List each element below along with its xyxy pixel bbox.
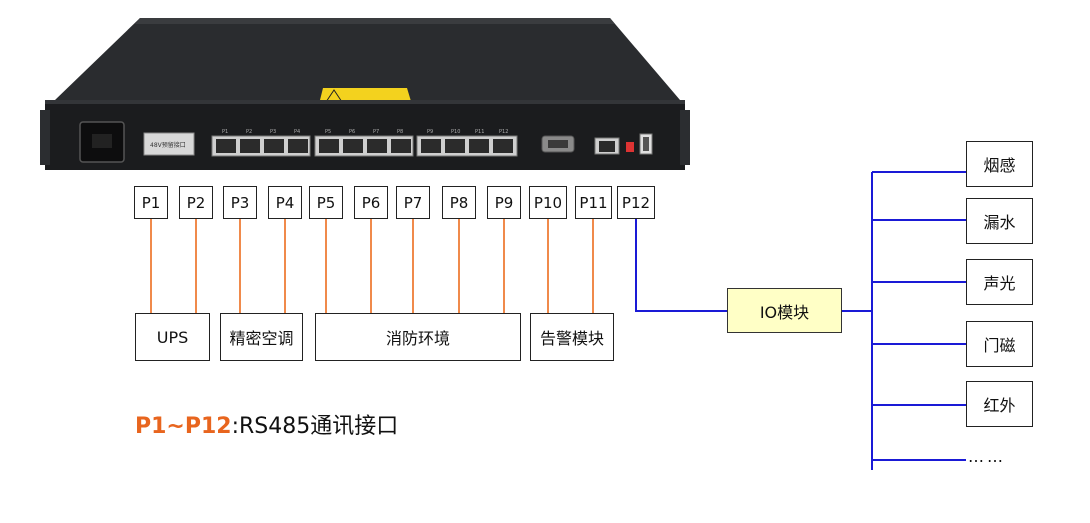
device-port-mark: P8	[397, 129, 403, 135]
blue-lines	[635, 171, 966, 470]
device-port-mark: P2	[246, 129, 252, 135]
device-port-mark: P4	[294, 129, 300, 135]
group-alarm-module: 告警模块	[530, 313, 614, 361]
port-p11: P11	[575, 186, 612, 219]
device-port-mark: P5	[325, 129, 331, 135]
port-p7: P7	[396, 186, 430, 219]
power-label-plate	[143, 132, 195, 156]
sensor-sound-light: 声光	[966, 259, 1033, 305]
dip-switch	[626, 142, 634, 152]
more-sensors-ellipsis: ……	[968, 447, 1006, 466]
group-ups: UPS	[135, 313, 210, 361]
group-precision-ac: 精密空调	[220, 313, 303, 361]
caption: P1~P12:RS485通讯接口	[135, 408, 398, 440]
device-port-mark: P9	[427, 129, 433, 135]
port-p8: P8	[442, 186, 476, 219]
sensor-infrared: 红外	[966, 381, 1033, 427]
io-module-box: IO模块	[727, 288, 842, 333]
orange-lines	[150, 219, 594, 313]
device-port-mark: P10	[451, 129, 460, 135]
sensor-smoke: 烟感	[966, 141, 1033, 187]
device-port-mark: P3	[270, 129, 276, 135]
port-p6: P6	[354, 186, 388, 219]
line-p12-io	[635, 219, 727, 312]
port-p12: P12	[617, 186, 655, 219]
rj45-group-3	[416, 135, 518, 157]
port-p9: P9	[487, 186, 521, 219]
port-p5: P5	[309, 186, 343, 219]
power-plate-text: 48V预留接口	[150, 141, 186, 149]
rj45-group-1	[211, 135, 311, 157]
port-p4: P4	[268, 186, 302, 219]
device-port-mark: P6	[349, 129, 355, 135]
caption-text: :RS485通讯接口	[231, 414, 399, 439]
sensor-door-magnetic: 门磁	[966, 321, 1033, 367]
device-top-panel	[55, 18, 680, 100]
port-p10: P10	[529, 186, 567, 219]
device-port-mark: P7	[373, 129, 379, 135]
caption-highlight: P1~P12	[135, 414, 232, 439]
device-port-mark: P1	[222, 129, 228, 135]
group-fire-env: 消防环境	[315, 313, 521, 361]
device-port-mark: P12	[499, 129, 508, 135]
device-photo: 48V预留接口 P1 P2 P3 P4 P5 P6 P7 P8 P9 P10 P11 P12	[40, 18, 690, 170]
sensor-water-leak: 漏水	[966, 198, 1033, 244]
device-port-mark: P11	[475, 129, 484, 135]
port-p3: P3	[223, 186, 257, 219]
port-p2: P2	[179, 186, 213, 219]
rj45-group-2	[314, 135, 414, 157]
port-p1: P1	[134, 186, 168, 219]
